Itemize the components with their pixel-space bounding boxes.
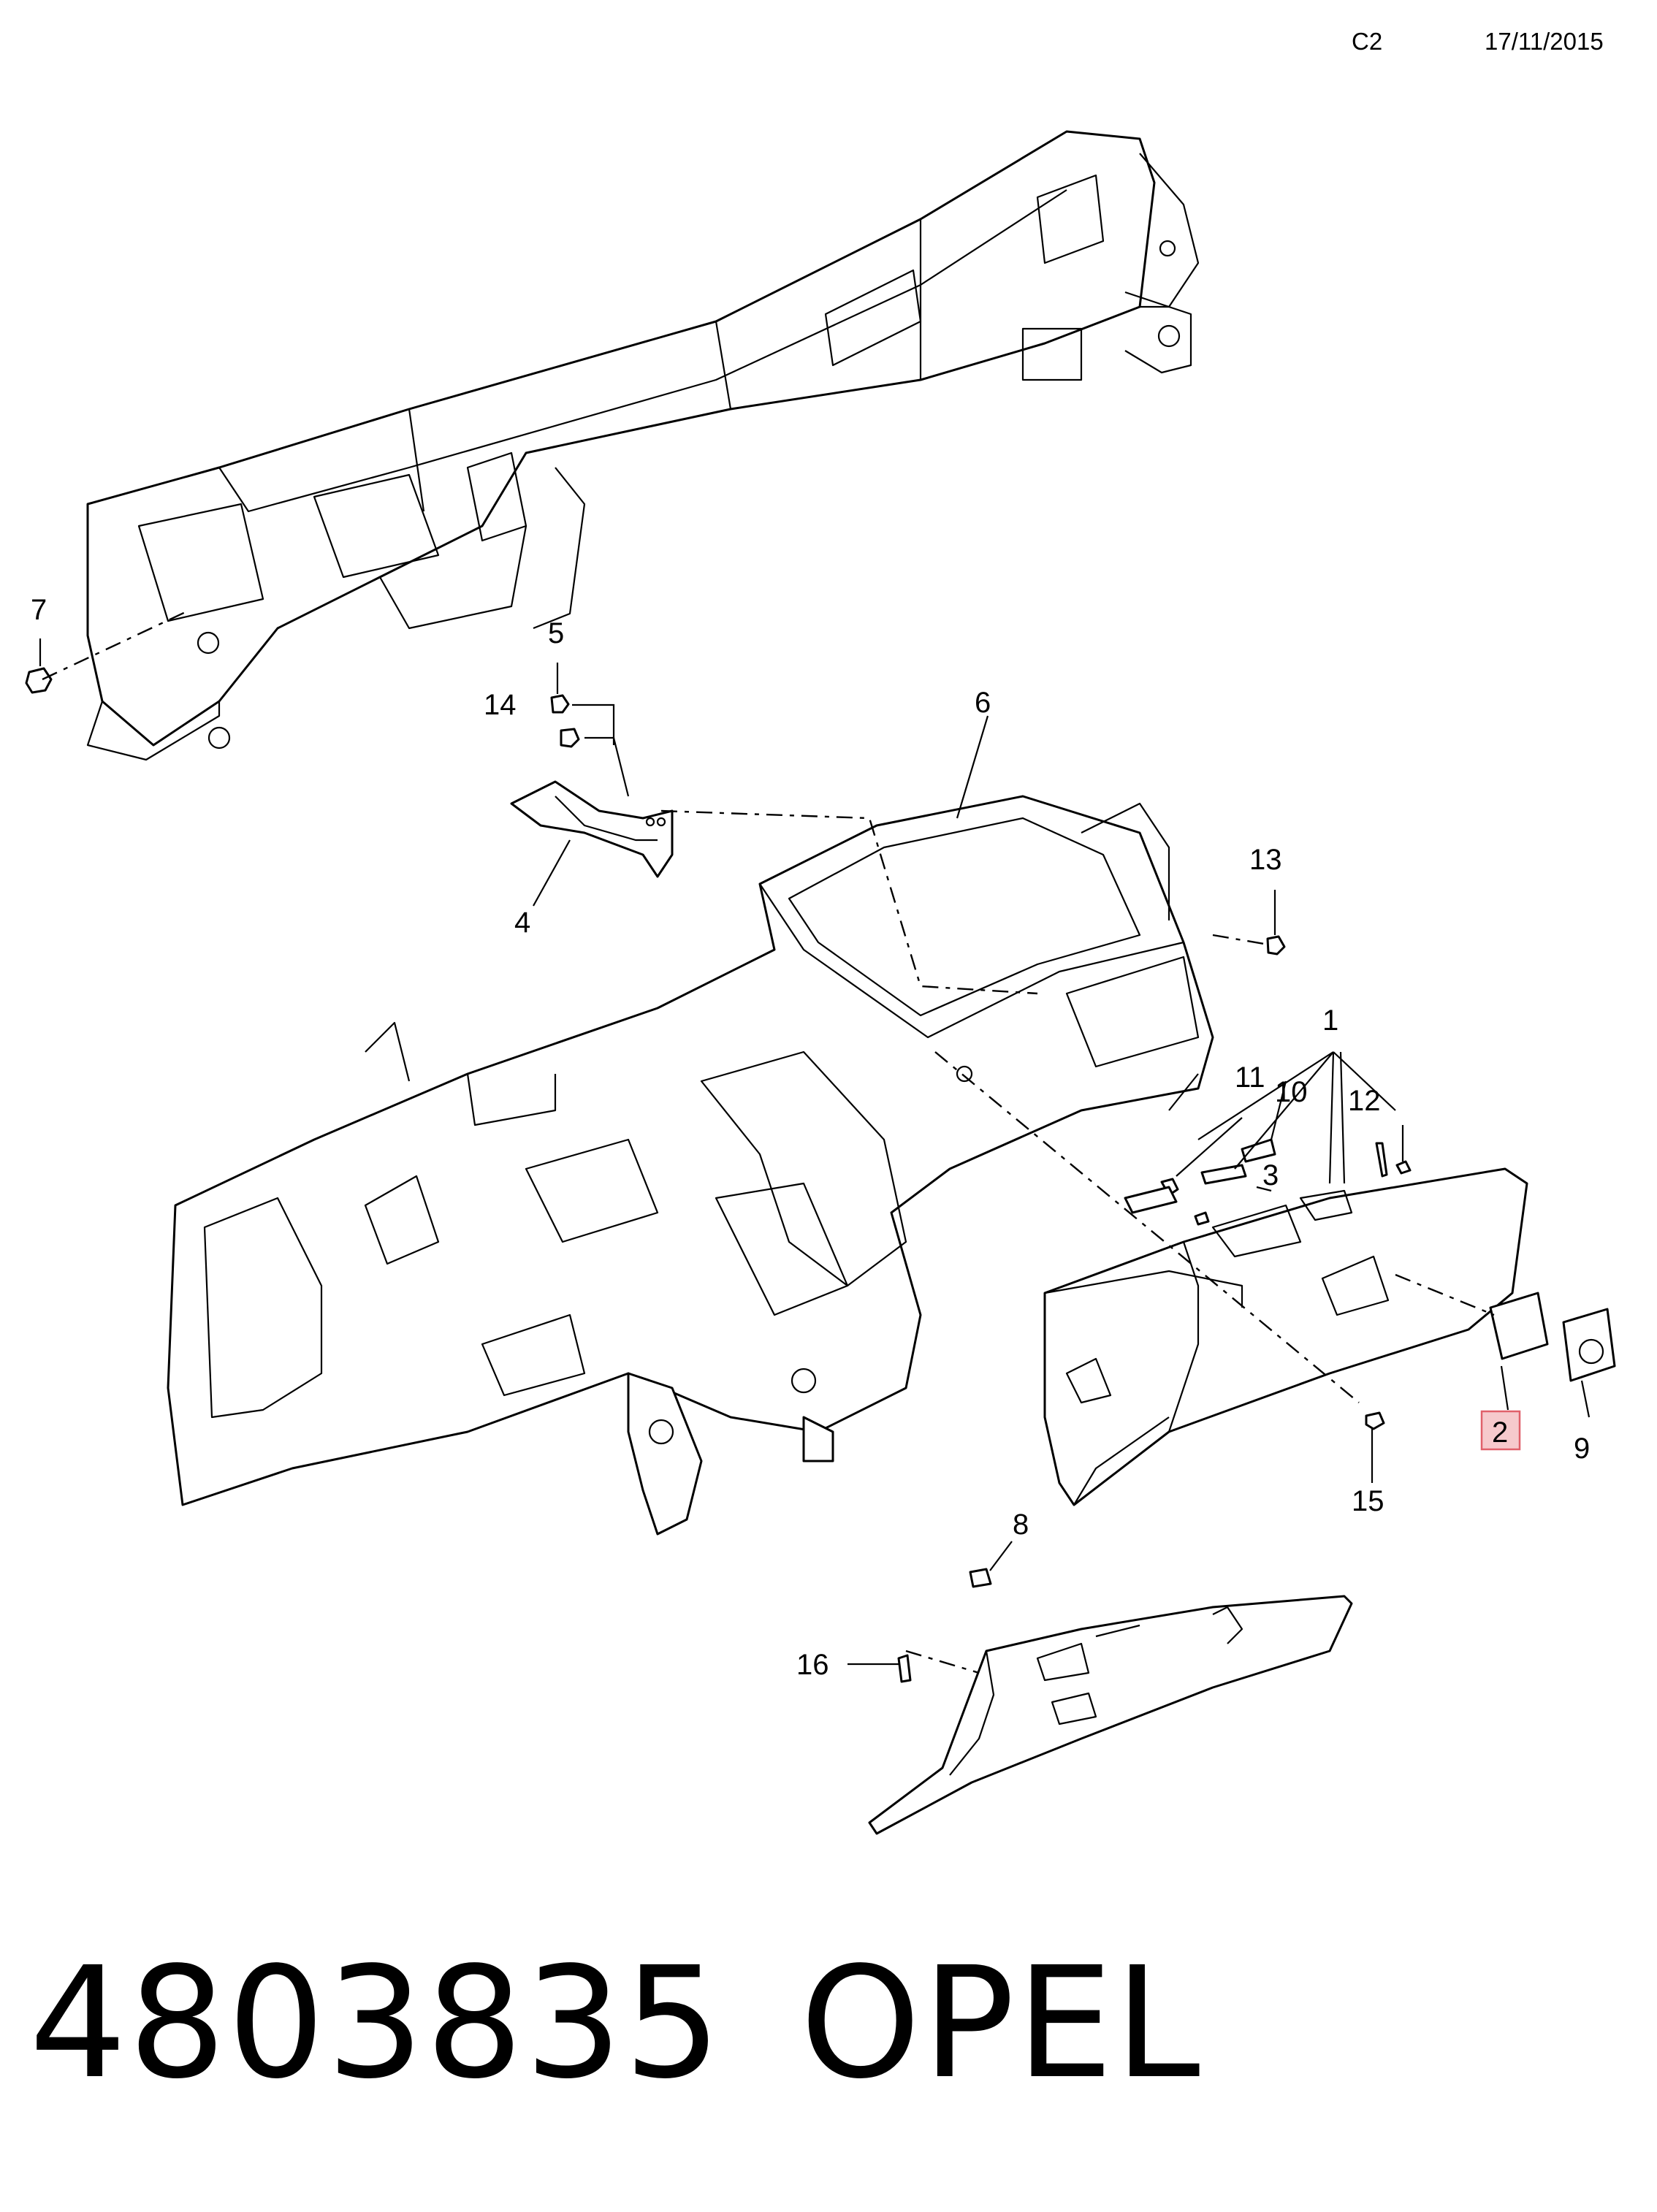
callout-7: 7 xyxy=(31,594,47,626)
callout-2: 2 xyxy=(1492,1416,1508,1449)
assembly-lines xyxy=(42,609,1495,1674)
callout-8: 8 xyxy=(1013,1509,1029,1541)
brand-name: OPEL xyxy=(800,1934,1202,2113)
glove-box-door xyxy=(868,1595,1353,1835)
callout-6: 6 xyxy=(975,687,991,719)
callout-5: 5 xyxy=(548,617,564,649)
callout-14: 14 xyxy=(484,689,517,721)
diagram-date: 17/11/2015 xyxy=(1485,28,1604,55)
hardware-parts xyxy=(25,667,1616,1683)
part-number: 4803835 xyxy=(29,1934,723,2113)
page-code: C2 xyxy=(1352,28,1383,55)
cross-car-beam xyxy=(86,130,1200,761)
callout-12: 12 xyxy=(1348,1085,1381,1117)
callout-1: 1 xyxy=(1322,1004,1338,1037)
callout-3: 3 xyxy=(1262,1159,1279,1191)
instrument-panel-carrier xyxy=(167,795,1214,1536)
exploded-parts-diagram: 7 5 14 6 4 13 1 11 10 12 3 2 9 15 8 16 xyxy=(25,130,1616,1835)
callout-16: 16 xyxy=(796,1649,829,1681)
callout-10: 10 xyxy=(1275,1076,1308,1108)
callout-labels: 7 5 14 6 4 13 1 11 10 12 3 2 9 15 8 16 xyxy=(31,594,1590,1681)
leader-lines xyxy=(39,638,1591,1666)
callout-9: 9 xyxy=(1574,1433,1590,1465)
callout-13: 13 xyxy=(1249,844,1282,876)
bracket-part-4 xyxy=(510,780,674,878)
glove-box-bin-part-1 xyxy=(1043,1167,1528,1506)
callout-4: 4 xyxy=(514,907,530,939)
highlight-box xyxy=(1480,1410,1521,1451)
callout-11: 11 xyxy=(1235,1061,1265,1094)
callout-15: 15 xyxy=(1352,1485,1384,1517)
